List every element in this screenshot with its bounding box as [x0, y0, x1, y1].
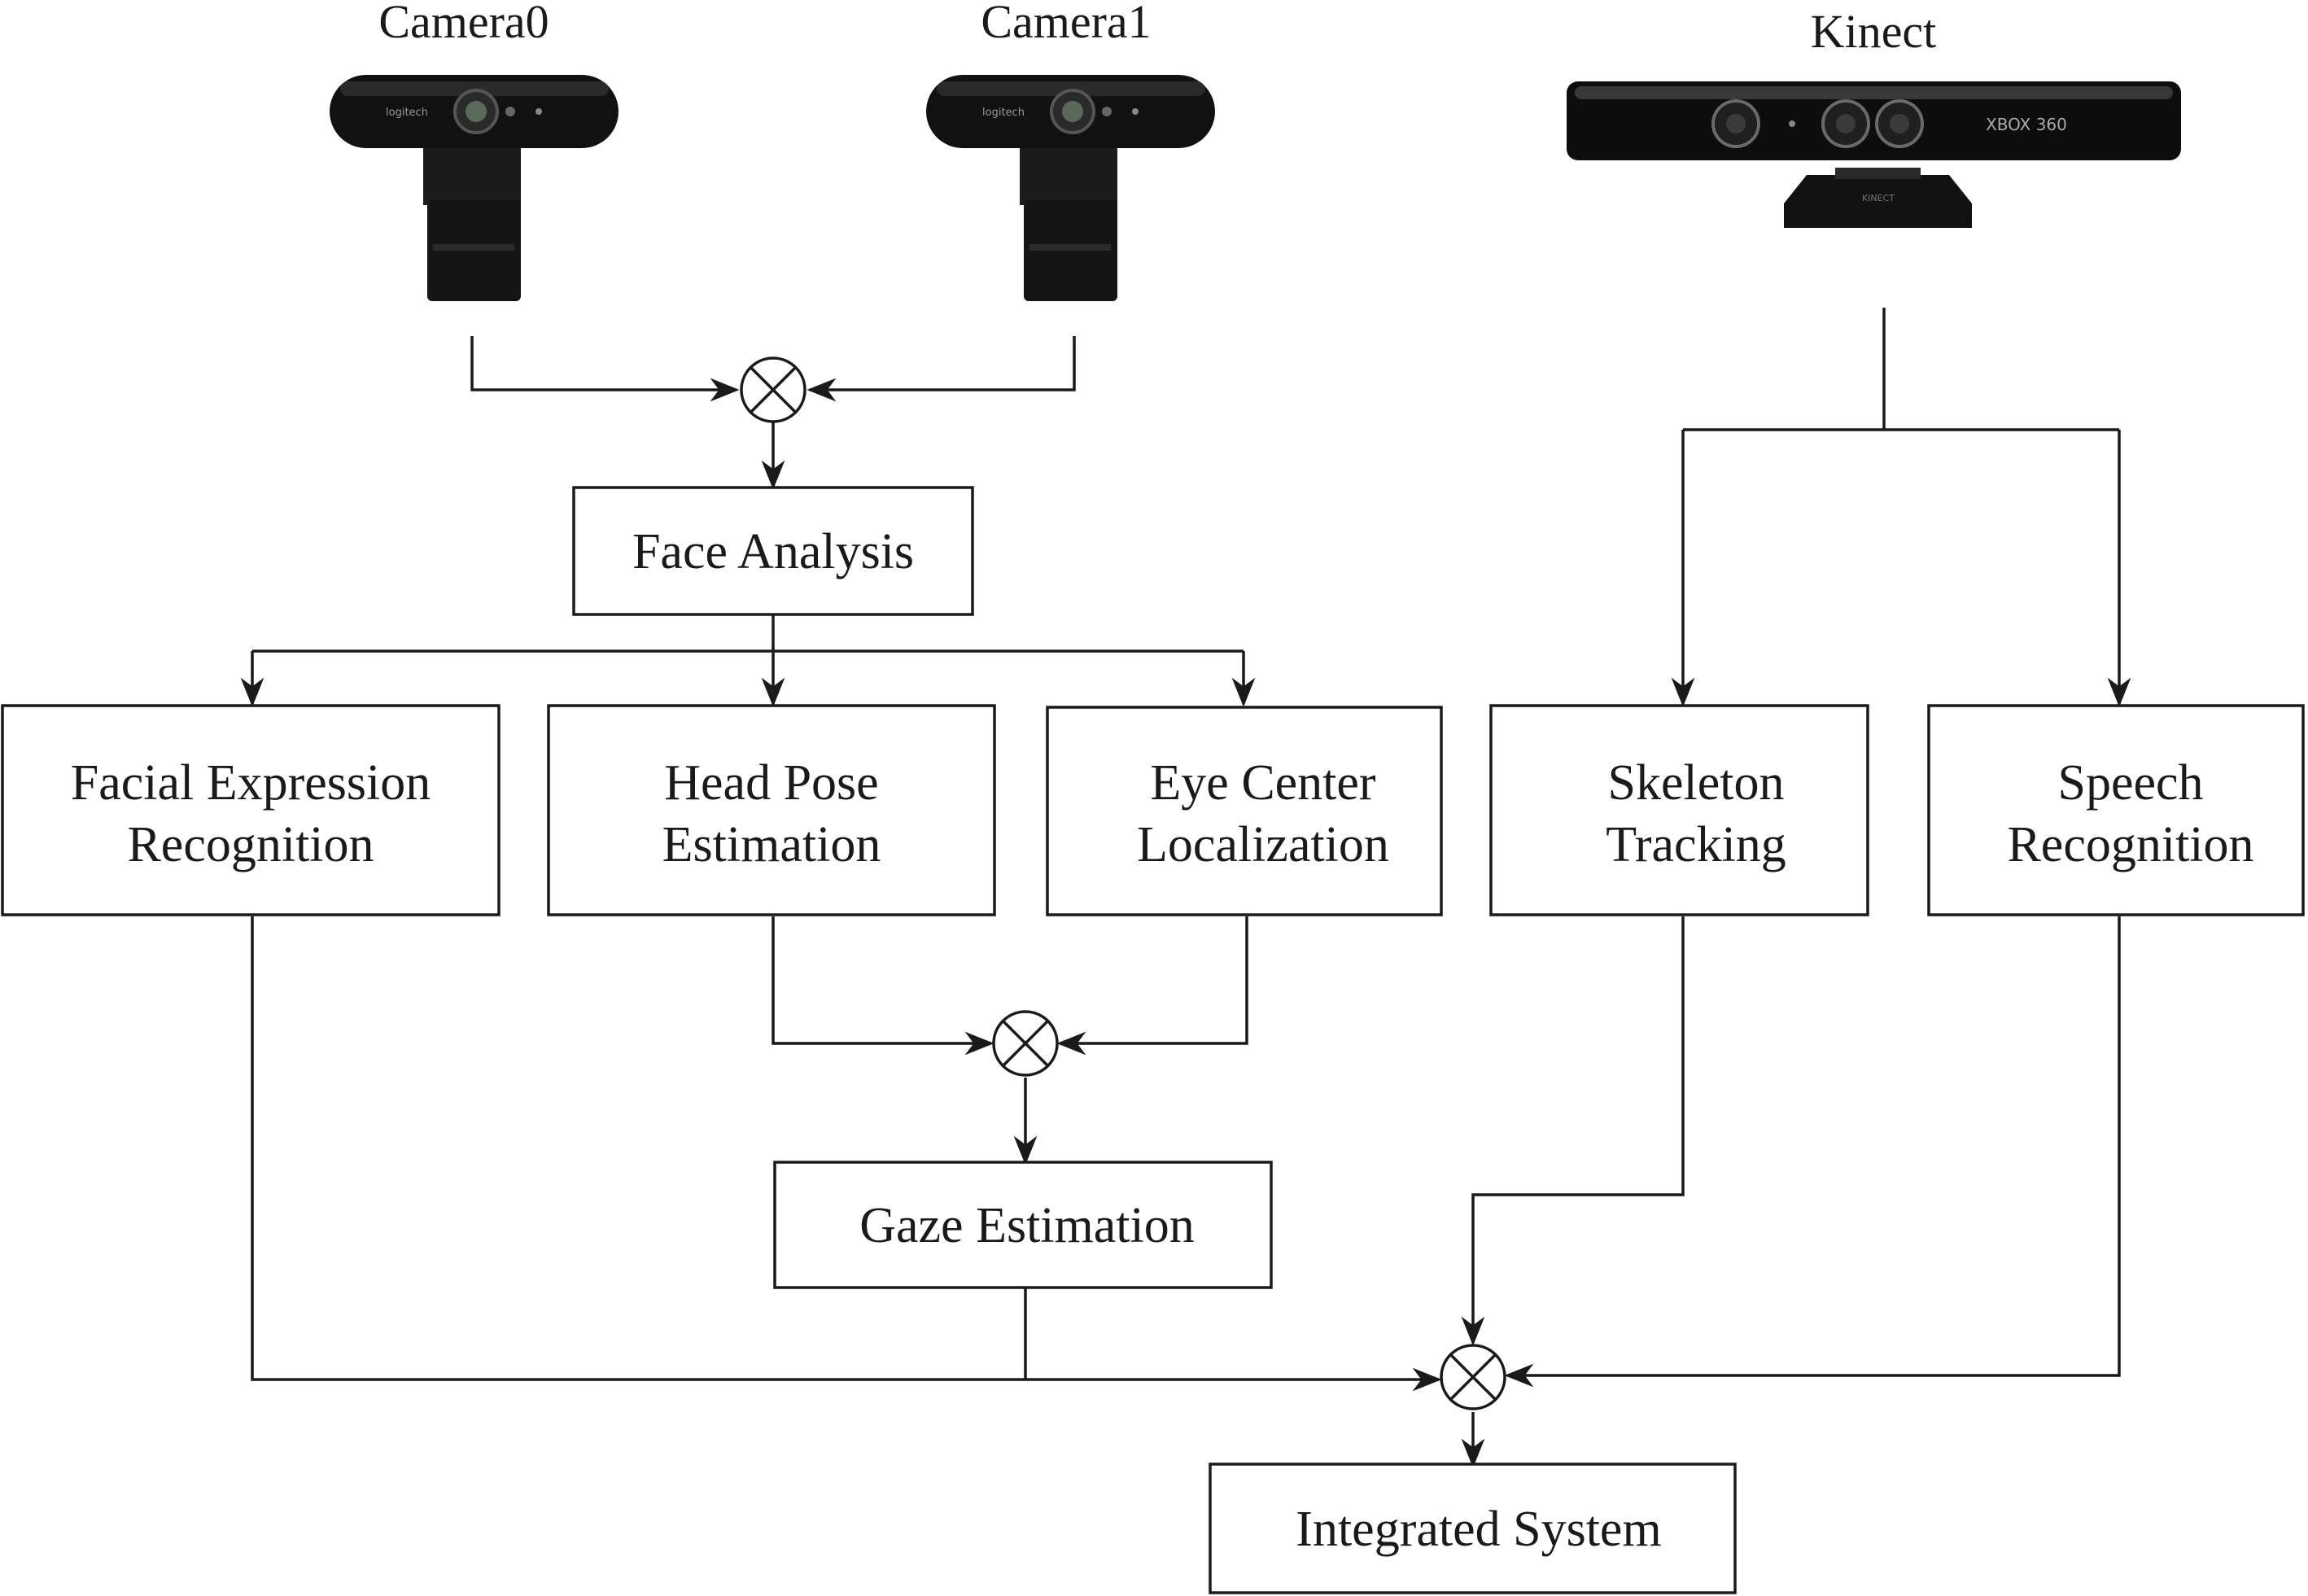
multiply-node-gaze — [992, 1010, 1059, 1077]
edge-skeleton-to-mult3 — [1461, 916, 1685, 1346]
head-pose-label-line1: Head Pose — [664, 755, 878, 811]
head-pose-box: Head Pose Estimation — [547, 704, 996, 916]
gaze-estimation-label: Gaze Estimation — [859, 1198, 1194, 1253]
cam0-brand: logitech — [386, 107, 428, 119]
eye-center-box: Eye Center Localization — [1046, 706, 1443, 916]
edge-headpose-to-mult2 — [772, 916, 994, 1056]
facial-expression-label-line1: Facial Expression — [71, 755, 431, 811]
edge-expression-to-mult3 — [251, 916, 1442, 1392]
speech-recognition-box: Speech Recognition — [1927, 704, 2305, 916]
facial-expression-label-line2: Recognition — [127, 817, 374, 872]
edge-camera0-to-mult1 — [470, 336, 740, 402]
face-analysis-box: Face Analysis — [572, 486, 974, 616]
eye-center-label-line1: Eye Center — [1150, 755, 1376, 811]
skeleton-tracking-box: Skeleton Tracking — [1489, 704, 1869, 916]
speech-label-line1: Speech — [2057, 755, 2203, 811]
facial-expression-box: Facial Expression Recognition — [1, 704, 501, 916]
webcam-icon-camera1: logitech — [926, 75, 1215, 301]
camera1-label: Camera1 — [981, 0, 1151, 48]
gaze-estimation-box: Gaze Estimation — [773, 1161, 1273, 1289]
kinect-base-brand: KINECT — [1862, 193, 1895, 203]
edge-eyecenter-to-mult2 — [1056, 916, 1248, 1056]
face-analysis-label: Face Analysis — [632, 524, 914, 579]
kinect-sensor-icon: XBOX 360 KINECT — [1567, 81, 2181, 228]
multiply-node-cameras — [740, 356, 806, 423]
integrated-system-box: Integrated System — [1209, 1463, 1737, 1594]
camera0-label: Camera0 — [378, 0, 549, 48]
eye-center-label-line2: Localization — [1137, 817, 1389, 872]
integrated-system-label: Integrated System — [1296, 1502, 1661, 1557]
kinect-label: Kinect — [1811, 5, 1937, 58]
edge-camera1-to-mult1 — [806, 336, 1076, 402]
webcam-icon-camera0: logitech — [330, 75, 619, 301]
speech-label-line2: Recognition — [2007, 817, 2253, 872]
head-pose-label-line2: Estimation — [662, 817, 881, 872]
skeleton-label-line1: Skeleton — [1608, 755, 1785, 811]
multiply-node-integration — [1440, 1344, 1506, 1410]
edge-speech-to-mult3 — [1504, 916, 2121, 1388]
cam1-brand: logitech — [982, 107, 1025, 119]
skeleton-label-line2: Tracking — [1606, 817, 1786, 872]
kinect-brand: XBOX 360 — [1986, 115, 2067, 134]
